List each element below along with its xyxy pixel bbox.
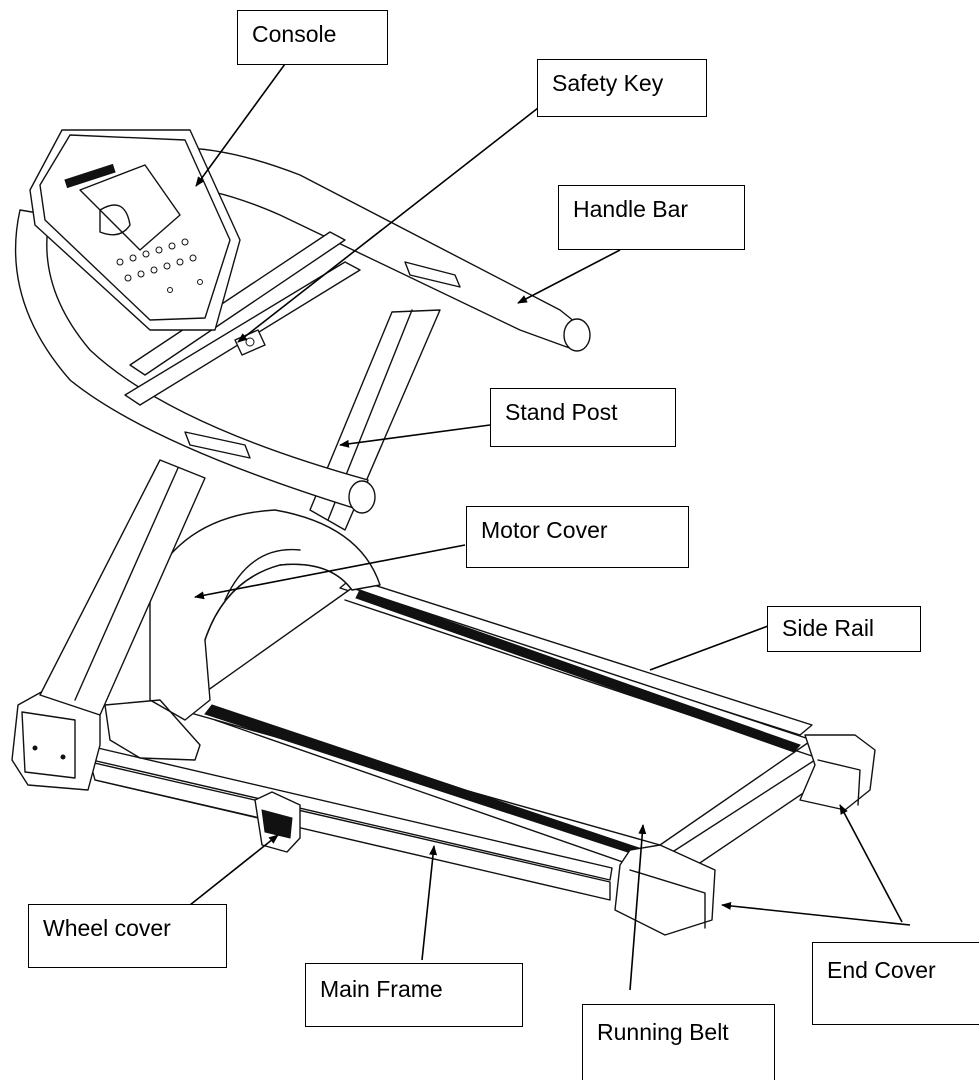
arrow-console — [195, 63, 286, 187]
label-end-cover: End Cover — [812, 942, 979, 1025]
label-wheel-cover: Wheel cover — [28, 904, 227, 968]
arrow-safety-key — [237, 107, 539, 343]
label-stand-post: Stand Post — [490, 388, 676, 447]
label-console: Console — [237, 10, 388, 65]
main-frame — [11, 577, 876, 936]
label-side-rail: Side Rail — [767, 606, 921, 652]
label-safety-key: Safety Key — [537, 59, 707, 117]
arrow-running-belt — [629, 824, 647, 991]
label-running-belt: Running Belt — [582, 1004, 775, 1080]
label-motor-cover: Motor Cover — [466, 506, 689, 568]
arrow-stand-post — [339, 424, 491, 448]
arrow-handle-bar — [517, 249, 621, 304]
console-buttons — [116, 238, 203, 293]
arrow-end-cover-b — [839, 804, 903, 923]
arrow-side-rail — [649, 625, 769, 671]
arrow-end-cover-a — [721, 901, 911, 926]
arrow-wheel-cover — [189, 834, 279, 906]
arrow-motor-cover — [194, 544, 466, 600]
motor-cover — [104, 509, 381, 761]
leader-arrows — [189, 63, 911, 991]
console — [29, 129, 241, 331]
label-main-frame: Main Frame — [305, 963, 523, 1027]
arrow-main-frame — [421, 845, 438, 961]
label-handle-bar: Handle Bar — [558, 185, 745, 250]
